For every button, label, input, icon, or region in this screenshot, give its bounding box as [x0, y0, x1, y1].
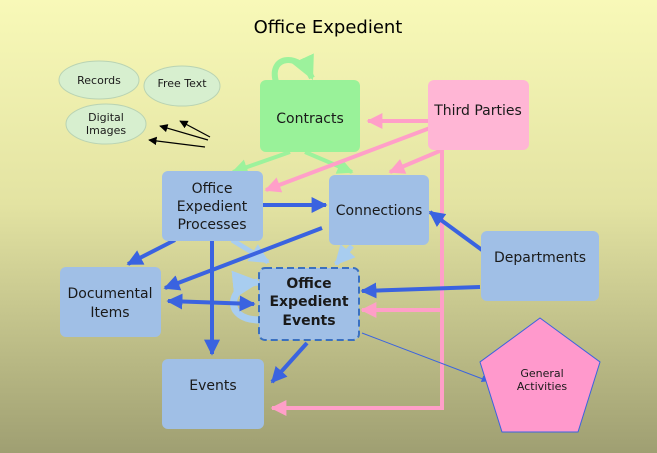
node-oe-events-line-3: Events	[282, 313, 335, 329]
node-connections[interactable]: Connections	[329, 175, 429, 245]
pointer-arrow-1	[179, 120, 211, 138]
node-third-parties[interactable]: Third Parties	[428, 80, 529, 150]
departments-to-oe-events-arrow	[360, 282, 481, 299]
node-general-activities-line-1: General	[520, 367, 563, 380]
node-connections-label: Connections	[336, 203, 423, 219]
pointer-arrow-2	[159, 124, 209, 141]
connections-to-oe-events-light-arrow	[334, 243, 356, 266]
contracts-to-processes-arrow	[231, 150, 291, 175]
node-oe-events[interactable]: Office Expedient Events	[258, 267, 360, 341]
node-oe-processes[interactable]: Office Expedient Processes	[162, 171, 263, 241]
processes-to-oe-events-light-arrow	[230, 237, 270, 265]
node-records-label: Records	[77, 74, 121, 87]
third-parties-to-processes-arrow	[264, 126, 431, 193]
third-parties-to-connections-arrow	[388, 148, 443, 174]
node-records[interactable]: Records	[58, 60, 140, 100]
node-departments[interactable]: Departments	[481, 231, 599, 301]
pointer-arrow-3	[148, 136, 206, 148]
node-free-text-label: Free Text	[157, 77, 207, 90]
connections-to-documental-items-arrow	[163, 226, 323, 291]
contracts-self-loop-arrow	[271, 53, 315, 83]
processes-to-documental-items-arrow	[126, 238, 176, 266]
node-digital-images-line-2: Images	[86, 124, 126, 137]
oe-events-self-loop-arrow	[230, 270, 261, 324]
node-oe-processes-line-3: Processes	[177, 217, 246, 233]
node-digital-images-line-1: Digital	[88, 111, 124, 124]
node-documental-items-line-2: Items	[90, 305, 129, 321]
node-contracts[interactable]: Contracts	[260, 80, 360, 152]
connectors	[126, 53, 489, 416]
oe-events-to-general-activities-arrow	[361, 332, 489, 383]
contracts-to-connections-arrow	[304, 150, 354, 174]
node-events[interactable]: Events	[162, 359, 264, 429]
node-contracts-label: Contracts	[276, 111, 344, 127]
node-documental-items-line-1: Documental	[68, 286, 153, 302]
node-free-text[interactable]: Free Text	[143, 65, 221, 107]
node-documental-items[interactable]: Documental Items	[60, 267, 161, 337]
oe-events-to-events-arrow	[270, 341, 309, 384]
departments-to-connections-arrow	[428, 210, 484, 252]
node-events-label: Events	[189, 378, 236, 394]
node-oe-events-line-1: Office	[286, 276, 331, 292]
documental-items-oe-events-arrow	[166, 293, 256, 312]
diagram-title: Office Expedient	[254, 17, 403, 38]
third-parties-to-events-arrow	[270, 150, 444, 416]
node-third-parties-label: Third Parties	[433, 103, 522, 119]
node-oe-processes-line-2: Expedient	[177, 199, 248, 215]
node-oe-processes-line-1: Office	[192, 181, 233, 197]
node-departments-label: Departments	[494, 250, 586, 266]
node-digital-images[interactable]: Digital Images	[65, 103, 147, 145]
node-general-activities[interactable]: General Activities	[479, 317, 601, 433]
node-general-activities-line-2: Activities	[517, 380, 567, 393]
node-oe-events-line-2: Expedient	[269, 294, 348, 310]
